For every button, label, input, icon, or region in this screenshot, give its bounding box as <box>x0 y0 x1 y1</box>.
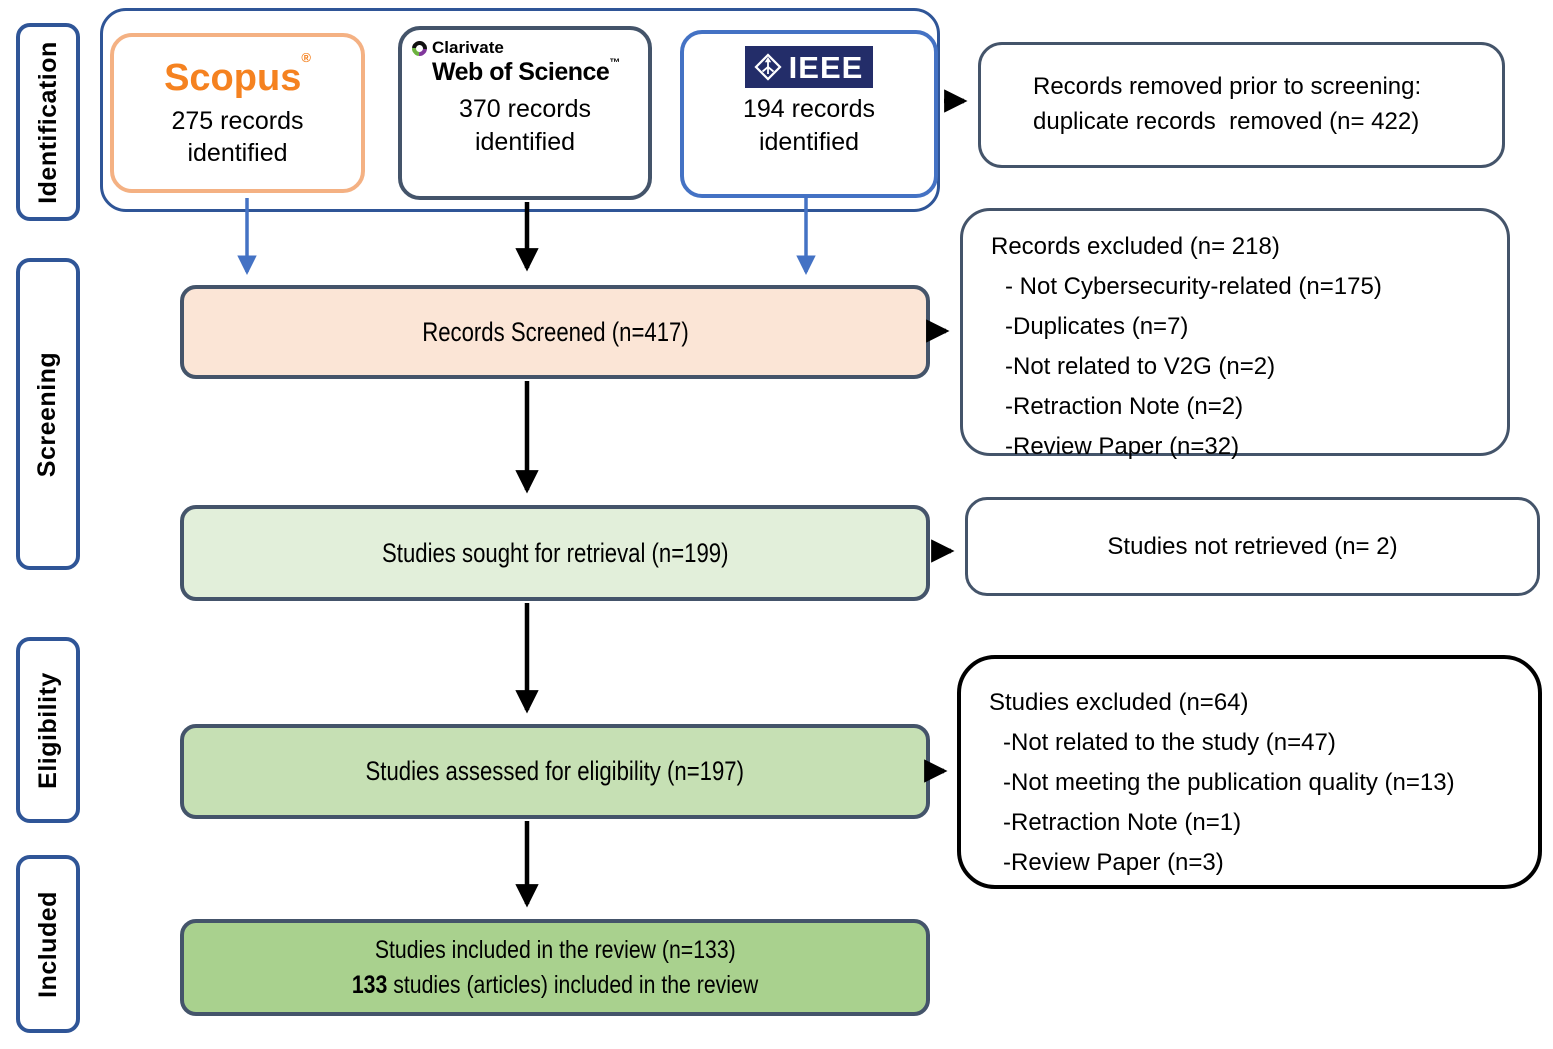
records-excluded-item: - Not Cybersecurity-related (n=175) <box>1005 273 1382 300</box>
ieee-record-count: 194 records identified <box>742 95 876 156</box>
studies-excluded-item: -Retraction Note (n=1) <box>1003 809 1242 836</box>
trademark-mark: ™ <box>609 57 620 69</box>
web-of-science-wordmark: Web of Science™ <box>432 57 620 86</box>
studies-excluded-item: -Not related to the study (n=47) <box>1003 729 1336 756</box>
clarivate-brand-label: Clarivate <box>432 38 504 57</box>
side-box-records-excluded: Records excluded (n= 218) - Not Cybersec… <box>960 208 1510 460</box>
registered-mark: ® <box>301 50 311 65</box>
records-screened-label: Records Screened (n=417) <box>421 316 689 347</box>
side-box-studies-not-retrieved: Studies not retrieved (n= 2) <box>965 497 1540 596</box>
stage-identification-label: Identification <box>33 40 62 204</box>
records-removed-line2: duplicate records removed (n= 422) <box>1033 108 1420 135</box>
records-removed-line1: Records removed prior to screening: <box>1033 73 1422 101</box>
records-excluded-item: -Duplicates (n=7) <box>1005 313 1189 340</box>
source-box-web-of-science: Clarivate Web of Science™ 370 records id… <box>398 26 652 200</box>
stage-screening: Screening <box>16 258 80 570</box>
scopus-record-count: 275 records identified <box>171 106 304 168</box>
records-excluded-item: -Retraction Note (n=2) <box>1005 393 1244 420</box>
studies-excluded-title: Studies excluded (n=64) <box>989 689 1249 716</box>
stage-eligibility-label: Eligibility <box>33 671 62 789</box>
side-box-records-removed: Records removed prior to screening: dupl… <box>978 42 1505 168</box>
clarivate-ring-icon <box>408 37 431 59</box>
studies-excluded-item: -Review Paper (n=3) <box>1003 849 1224 876</box>
studies-included-line1: Studies included in the review (n=133) <box>374 935 736 964</box>
stage-included-label: Included <box>33 890 62 998</box>
scopus-logo: Scopus® <box>164 50 311 99</box>
flow-box-records-screened: Records Screened (n=417) <box>180 285 930 379</box>
studies-excluded-item: -Not meeting the publication quality (n=… <box>1003 769 1455 796</box>
stage-eligibility: Eligibility <box>16 637 80 823</box>
stage-included: Included <box>16 855 80 1033</box>
studies-included-line2: 133 studies (articles) included in the r… <box>351 970 759 999</box>
flow-box-studies-sought: Studies sought for retrieval (n=199) <box>180 505 930 601</box>
studies-not-retrieved-label: Studies not retrieved (n= 2) <box>1107 532 1398 560</box>
web-of-science-logo: Clarivate Web of Science™ <box>408 37 620 86</box>
records-excluded-item: -Not related to V2G (n=2) <box>1005 353 1276 380</box>
records-excluded-item: -Review Paper (n=32) <box>1005 433 1240 460</box>
ieee-wordmark: IEEE <box>788 49 864 85</box>
studies-sought-label: Studies sought for retrieval (n=199) <box>381 537 729 568</box>
stage-identification: Identification <box>16 23 80 221</box>
stage-screening-label: Screening <box>33 351 62 477</box>
wos-record-count: 370 records identified <box>458 95 592 156</box>
ieee-logo: IEEE <box>744 46 874 88</box>
records-excluded-title: Records excluded (n= 218) <box>991 233 1280 260</box>
included-count-bold: 133 <box>351 970 388 999</box>
side-box-studies-excluded: Studies excluded (n=64) -Not related to … <box>957 655 1542 889</box>
ieee-diamond-icon <box>754 53 782 81</box>
flow-box-studies-assessed: Studies assessed for eligibility (n=197) <box>180 724 930 819</box>
studies-assessed-label: Studies assessed for eligibility (n=197) <box>365 756 745 786</box>
source-box-ieee: IEEE 194 records identified <box>680 30 938 198</box>
source-box-scopus: Scopus® 275 records identified <box>110 33 365 193</box>
flow-box-studies-included: Studies included in the review (n=133) 1… <box>180 919 930 1016</box>
